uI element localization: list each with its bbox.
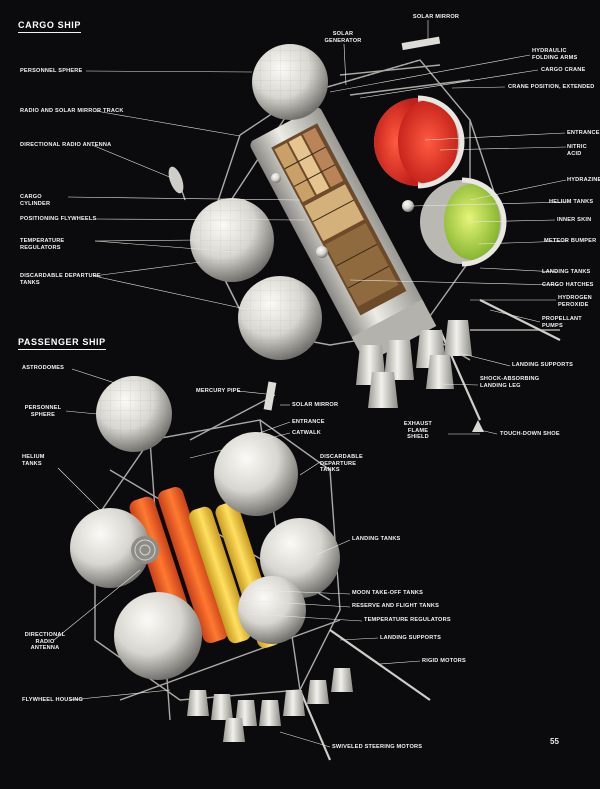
label-entrance: ENTRANCE [567,130,600,136]
label-meteor-bumper: METEOR BUMPER [544,238,597,244]
label-discardable-departure-tanks: DISCARDABLE DEPARTURE TANKS [20,273,101,286]
label-hydrogen-peroxide: HYDROGEN PEROXIDE [558,295,592,308]
label-passenger-directional-antenna: DIRECTIONAL RADIO ANTENNA [24,632,66,652]
label-solar-generator: SOLAR GENERATOR [324,31,362,44]
label-swiveled-steering-motors: SWIVELED STEERING MOTORS [332,744,423,750]
leader-lines [53,20,569,748]
label-passenger-solar-mirror: SOLAR MIRROR [292,402,339,408]
label-passenger-entrance: ENTRANCE [292,419,325,425]
passenger-ship-title: PASSENGER SHIP [18,337,106,350]
label-cargo-crane: CARGO CRANE [541,67,586,73]
label-directional-radio-antenna: DIRECTIONAL RADIO ANTENNA [20,142,112,148]
label-positioning-flywheels: POSITIONING FLYWHEELS [20,216,97,222]
label-propellant-pumps: PROPELLANT PUMPS [542,316,582,329]
label-personnel-sphere: PERSONNEL SPHERE [20,68,83,74]
label-cargo-cylinder: CARGO CYLINDER [20,194,51,207]
label-reserve-flight-tanks: RESERVE AND FLIGHT TANKS [352,603,440,609]
label-temperature-regulators: TEMPERATURE REGULATORS [20,238,65,251]
label-passenger-landing-tanks: LANDING TANKS [352,536,401,542]
label-cargo-hatches: CARGO HATCHES [542,282,594,288]
label-passenger-personnel-sphere: PERSONNEL SPHERE [24,405,62,418]
cargo-ship-title: CARGO SHIP [18,20,82,33]
label-helium-tanks: HELIUM TANKS [549,199,594,205]
label-solar-mirror: SOLAR MIRROR [412,14,460,20]
label-nitric-acid: NITRIC ACID [567,144,587,157]
label-radio-solar-mirror-track: RADIO AND SOLAR MIRROR TRACK [20,108,124,114]
label-shock-absorbing-landing-leg: SHOCK-ABSORBING LANDING LEG [480,376,540,389]
label-flywheel-housing: FLYWHEEL HOUSING [22,697,84,703]
label-passenger-temperature-regulators: TEMPERATURE REGULATORS [364,617,451,623]
label-rigid-motors: RIGID MOTORS [422,658,466,664]
label-landing-supports: LANDING SUPPORTS [512,362,574,368]
passenger-ship [70,376,431,761]
label-astrodomes: ASTRODOMES [22,365,65,371]
label-inner-skin: INNER SKIN [557,217,592,223]
label-catwalk: CATWALK [292,430,321,436]
label-landing-tanks: LANDING TANKS [542,269,591,275]
label-mercury-pipe: MERCURY PIPE [196,388,241,394]
label-passenger-discardable-tanks: DISCARDABLE DEPARTURE TANKS [320,454,363,474]
label-exhaust-flame-shield: EXHAUST FLAME SHIELD [403,421,433,441]
label-passenger-helium-tanks: HELIUM TANKS [22,454,45,467]
label-hydraulic-folding-arms: HYDRAULIC FOLDING ARMS [532,48,578,61]
label-moon-take-off-tanks: MOON TAKE-OFF TANKS [352,590,424,596]
cargo-ship [168,36,561,432]
label-touch-down-shoe: TOUCH-DOWN SHOE [500,431,560,437]
label-hydrazine: HYDRAZINE [567,177,600,183]
label-crane-position-extended: CRANE POSITION, EXTENDED [508,84,595,90]
label-passenger-landing-supports: LANDING SUPPORTS [380,635,442,641]
page-number: 55 [550,737,559,746]
